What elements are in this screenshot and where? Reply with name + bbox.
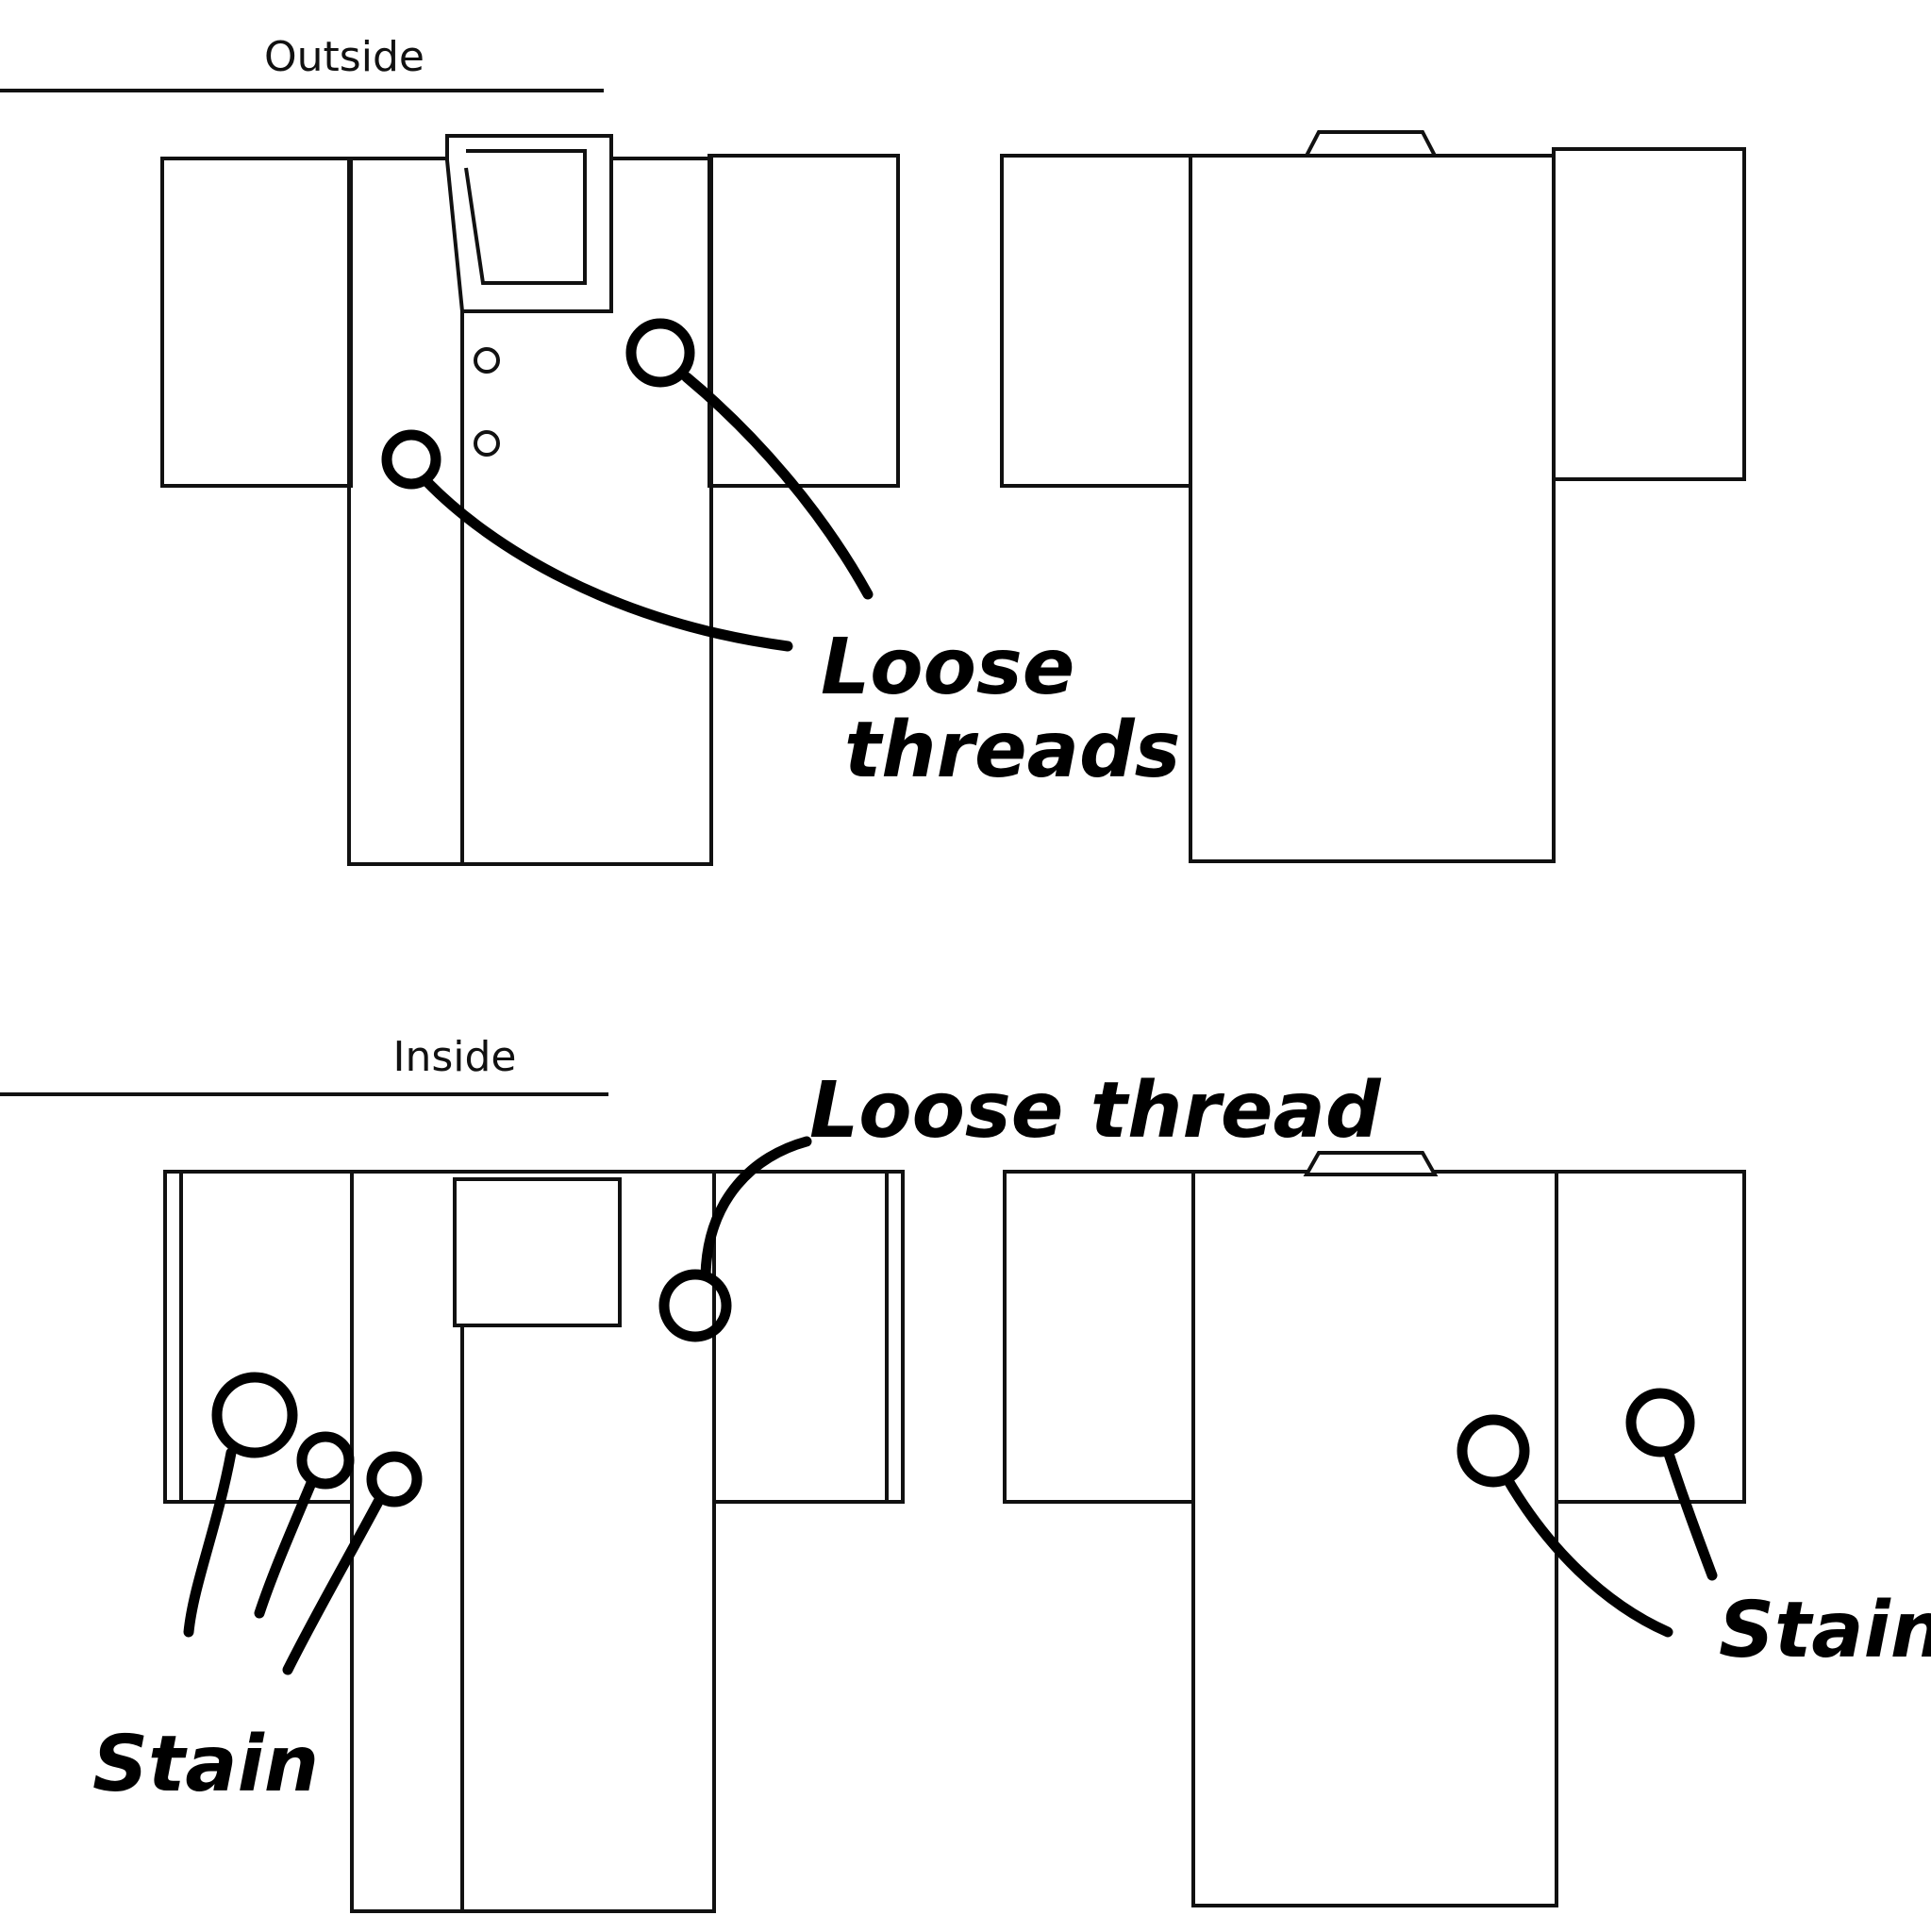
loose-threads-label-line2: threads (844, 706, 1180, 795)
inside-front-stain-annotation: Stain (92, 1372, 423, 1809)
inside-front-collar-facing (453, 1177, 622, 1327)
front-stain-marker-2 (296, 1431, 355, 1490)
outside-back-right-sleeve (1552, 147, 1746, 481)
inside-back-left-sleeve (1003, 1170, 1195, 1504)
loose-thread-leader-right (681, 372, 874, 600)
back-stain-marker-2 (1625, 1388, 1695, 1457)
loose-thread-marker-right (625, 318, 695, 388)
inside-loose-thread-leader (700, 1136, 812, 1281)
back-stain-leader-2 (1662, 1445, 1718, 1581)
front-stain-marker-1 (211, 1372, 298, 1458)
back-stain-leader-1 (1502, 1474, 1673, 1638)
loose-threads-label-line1: Loose (821, 623, 1074, 712)
outside-front-right-sleeve (707, 154, 900, 488)
inside-front-body (350, 1170, 716, 1913)
inside-front-stain-label: Stain (92, 1720, 319, 1809)
loose-thread-leader-left (421, 475, 793, 652)
front-stain-leader-3 (282, 1494, 385, 1675)
outside-front-left-sleeve (160, 157, 353, 488)
back-stain-marker-1 (1457, 1414, 1530, 1488)
outside-loose-threads-annotation: Loose threads (381, 318, 1180, 795)
front-stain-marker-3 (366, 1451, 423, 1507)
inside-back-body (1191, 1170, 1558, 1907)
loose-thread-marker-left (381, 429, 441, 490)
front-stain-leader-2 (254, 1477, 317, 1619)
outside-front-collar-inner (464, 149, 587, 285)
outside-back-body (1189, 154, 1556, 863)
outside-front-button-top (474, 347, 500, 374)
outside-front-button-bottom (474, 430, 500, 457)
front-stain-leader-1 (183, 1447, 237, 1638)
inside-front-garment (163, 1170, 905, 1913)
inside-loose-thread-marker (658, 1269, 732, 1342)
inside-front-right-sleeve (712, 1170, 905, 1504)
inside-section: Inside Loose thread (0, 1033, 1931, 1913)
outside-front-garment (160, 134, 900, 866)
inside-back-stain-label: Stain (1719, 1586, 1931, 1675)
inside-back-collar-tab (1303, 1151, 1439, 1176)
inside-back-garment (1003, 1151, 1746, 1907)
outside-section: Outside Loose threads (0, 33, 1746, 866)
outside-back-collar-tab (1303, 130, 1439, 158)
inside-section-label: Inside (392, 1033, 516, 1081)
inside-back-stain-annotation: Stain (1457, 1388, 1931, 1675)
outside-back-garment (1000, 130, 1746, 863)
outside-front-collar (445, 134, 613, 313)
outside-back-left-sleeve (1000, 154, 1192, 488)
outside-section-label: Outside (264, 33, 424, 81)
inside-loose-thread-label: Loose thread (809, 1066, 1382, 1156)
inside-loose-thread-annotation: Loose thread (658, 1066, 1382, 1342)
